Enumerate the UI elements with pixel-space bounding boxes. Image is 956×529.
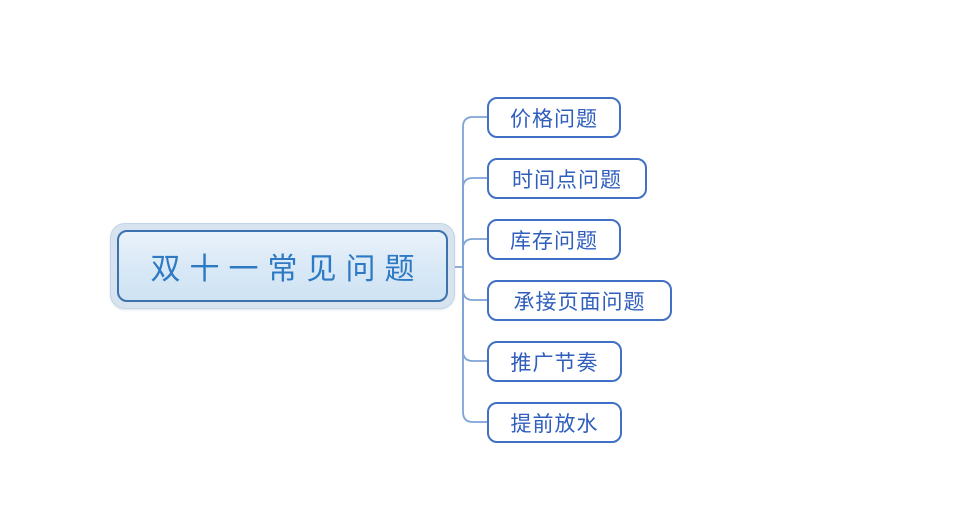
child-topic-node-early-release[interactable]: 提前放水 [487, 402, 622, 443]
child-topic-node-promotion-rhythm[interactable]: 推广节奏 [487, 341, 622, 382]
child-topic-label: 库存问题 [510, 228, 598, 253]
root-topic-label: 双十一常见问题 [150, 253, 424, 286]
child-topic-label: 提前放水 [510, 411, 599, 436]
child-topic-node-inventory[interactable]: 库存问题 [487, 219, 621, 260]
root-topic-node[interactable]: 双十一常见问题 [117, 230, 448, 302]
child-topic-node-timing[interactable]: 时间点问题 [487, 158, 647, 199]
connector-root-to-child-2 [462, 177, 488, 268]
child-topic-label: 推广节奏 [510, 350, 599, 375]
connector-root-to-child-4 [462, 266, 488, 301]
connector-root-to-child-1 [462, 116, 488, 268]
child-topic-node-price[interactable]: 价格问题 [487, 97, 621, 138]
child-topic-label: 价格问题 [510, 106, 598, 131]
connector-root-to-child-3 [462, 238, 488, 268]
child-topic-node-landing-page[interactable]: 承接页面问题 [487, 280, 672, 321]
child-topic-label: 承接页面问题 [513, 289, 646, 314]
child-topic-label: 时间点问题 [512, 167, 622, 192]
connector-root-to-child-6 [462, 266, 488, 423]
connector-root-to-child-5 [462, 266, 488, 362]
root-topic-selection-halo: 双十一常见问题 [110, 223, 455, 309]
